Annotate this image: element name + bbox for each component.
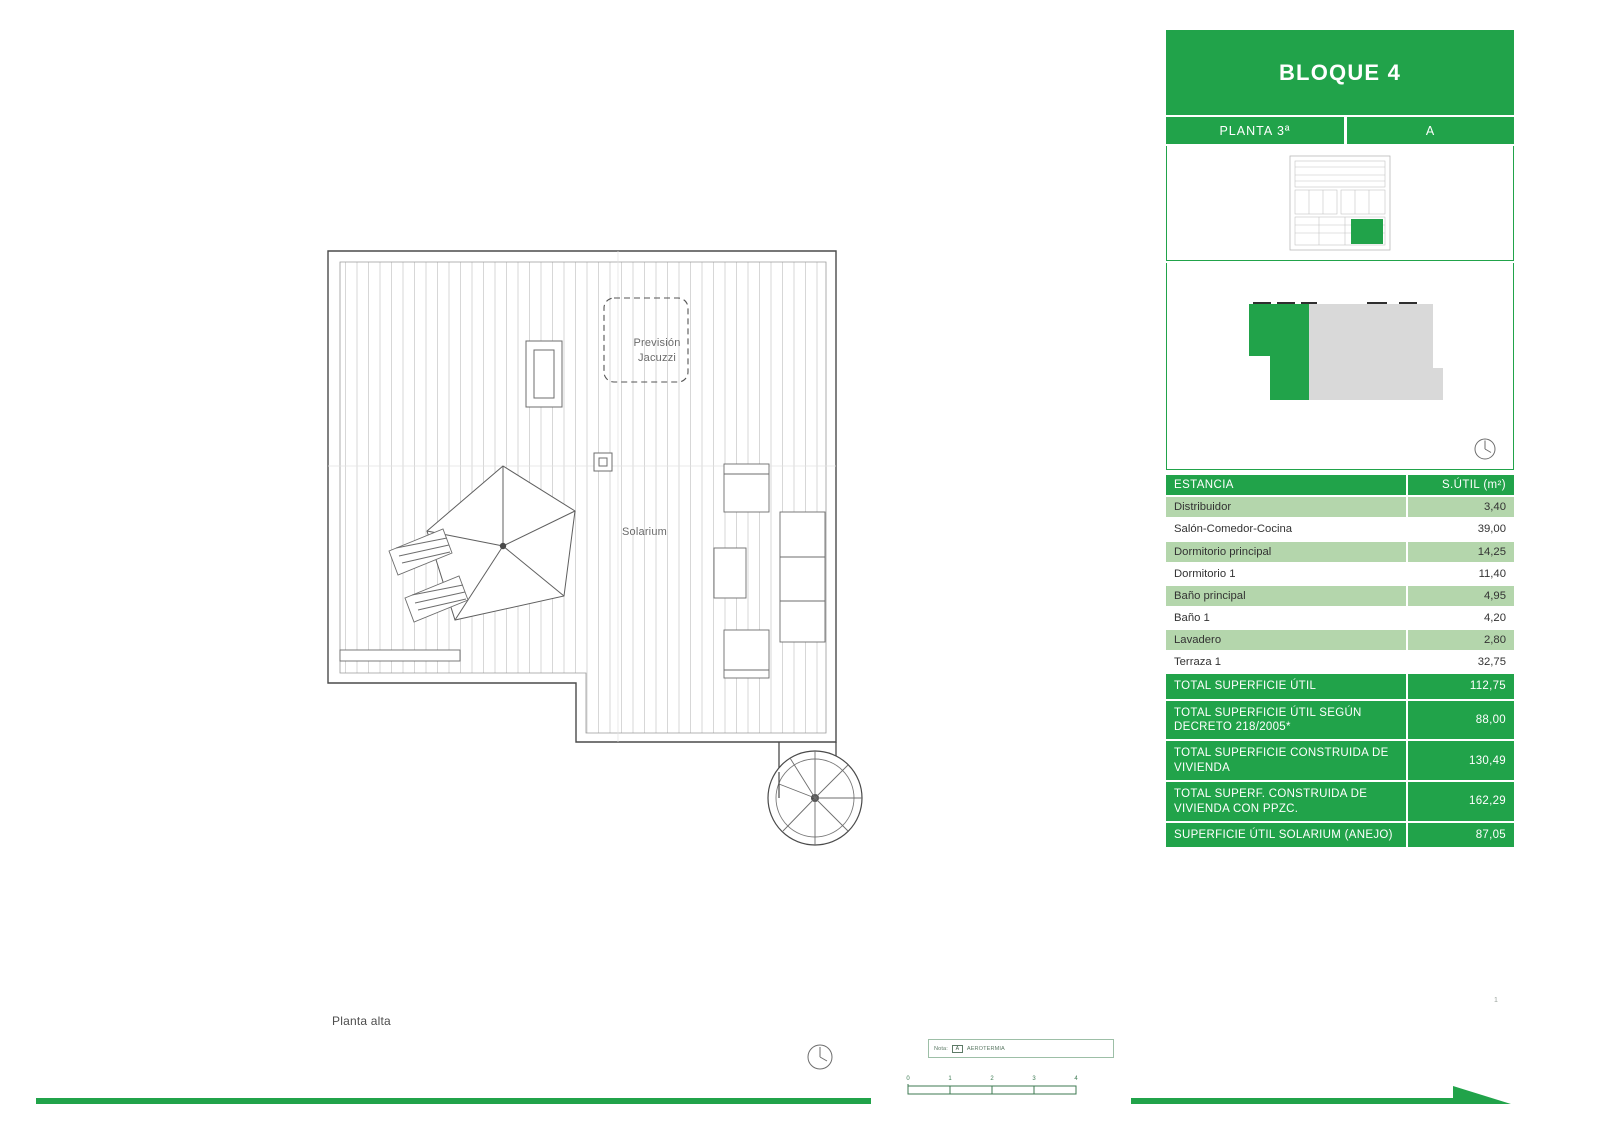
total-name-cell: TOTAL SUPERFICIE ÚTIL SEGÚN DECRETO 218/… (1166, 700, 1408, 740)
unit-location-graphic (1249, 301, 1443, 400)
room-area-cell: 11,40 (1408, 563, 1514, 584)
room-name-cell: Lavadero (1166, 630, 1408, 651)
room-area-cell: 39,00 (1408, 519, 1514, 540)
total-name-cell: TOTAL SUPERF. CONSTRUIDA DE VIVIENDA CON… (1166, 782, 1408, 821)
scale-tick-1: 1 (948, 1076, 952, 1082)
corner-triangle-mark (1453, 1086, 1511, 1104)
table-header-room: ESTANCIA (1166, 475, 1408, 496)
aerotermia-badge-icon: A (951, 1044, 963, 1053)
room-area-cell: 32,75 (1408, 652, 1514, 673)
footer-rule-left (36, 1098, 871, 1104)
total-area-cell: 130,49 (1408, 741, 1514, 781)
jacuzzi-provision-label: Previsión Jacuzzi (617, 336, 697, 366)
scale-bar: 0 1 2 3 4 (906, 1076, 1078, 1095)
key-map-highlight (1351, 219, 1383, 244)
room-area-cell: 4,95 (1408, 585, 1514, 606)
lounger-furniture-1 (388, 528, 453, 576)
floor-caption: Planta alta (332, 1014, 391, 1028)
info-panel: BLOQUE 4 PLANTA 3ª A (1166, 30, 1514, 849)
row-divider (1344, 117, 1347, 144)
solarium-label: Solarium (622, 526, 668, 538)
drain-fixture (593, 452, 613, 472)
room-area-cell: 14,25 (1408, 541, 1514, 562)
outdoor-seating-group (713, 463, 826, 679)
room-name-cell: Baño 1 (1166, 607, 1408, 629)
plan-vector-drawing (327, 250, 863, 846)
note-prefix: Nota: (934, 1045, 948, 1052)
total-area-cell: 87,05 (1408, 822, 1514, 848)
scale-tick-4: 4 (1074, 1076, 1078, 1082)
table-header-area: S.ÚTIL (m²) (1408, 475, 1514, 496)
total-area-cell: 162,29 (1408, 782, 1514, 821)
room-name-cell: Dormitorio 1 (1166, 563, 1408, 584)
scale-tick-2: 2 (990, 1076, 994, 1082)
legend-note-box: Nota: A AEROTERMIA (928, 1039, 1114, 1058)
compass-north-icon (807, 1044, 833, 1070)
planter-fixture-1 (525, 340, 563, 408)
room-area-cell: 4,20 (1408, 607, 1514, 629)
room-name-cell: Distribuidor (1166, 497, 1408, 518)
compass-north-panel-icon (1474, 438, 1496, 460)
unit-location-map (1166, 263, 1514, 470)
site-key-map-graphic (1289, 155, 1391, 251)
jacuzzi-provision (603, 297, 689, 383)
room-area-cell: 3,40 (1408, 497, 1514, 518)
scale-tick-0: 0 (906, 1076, 910, 1082)
total-area-cell: 88,00 (1408, 700, 1514, 740)
note-text: AEROTERMIA (966, 1045, 1005, 1052)
block-title: BLOQUE 4 (1166, 30, 1514, 115)
total-name-cell: TOTAL SUPERFICIE CONSTRUIDA DE VIVIENDA (1166, 741, 1408, 781)
spiral-staircase (767, 750, 863, 846)
room-name-cell: Salón-Comedor-Cocina (1166, 519, 1408, 540)
jacuzzi-label-line2: Jacuzzi (637, 351, 677, 364)
jacuzzi-label-line1: Previsión (633, 337, 681, 349)
total-name-cell: TOTAL SUPERFICIE ÚTIL (1166, 674, 1408, 699)
table-row: TOTAL SUPERF. CONSTRUIDA DE VIVIENDA CON… (1166, 782, 1514, 821)
unit-label: A (1347, 117, 1514, 144)
room-name-cell: Dormitorio principal (1166, 541, 1408, 562)
step-threshold (339, 649, 461, 662)
site-key-map (1166, 146, 1514, 261)
floor-label: PLANTA 3ª (1166, 117, 1344, 144)
floor-unit-row: PLANTA 3ª A (1166, 117, 1514, 144)
floor-plan-drawing: Previsión Jacuzzi Solarium Planta alta N… (327, 250, 1114, 1095)
highlighted-unit (1249, 303, 1309, 400)
total-area-cell: 112,75 (1408, 674, 1514, 699)
room-name-cell: Baño principal (1166, 585, 1408, 606)
lounger-furniture-2 (404, 575, 469, 623)
table-row: TOTAL SUPERFICIE ÚTIL SEGÚN DECRETO 218/… (1166, 700, 1514, 740)
footer-rule-right (1131, 1098, 1453, 1104)
scale-tick-3: 3 (1032, 1076, 1036, 1082)
sheet-corner-number: 1 (1494, 997, 1498, 1004)
total-name-cell: SUPERFICIE ÚTIL SOLARIUM (ANEJO) (1166, 822, 1408, 848)
room-area-cell: 2,80 (1408, 630, 1514, 651)
table-row: SUPERFICIE ÚTIL SOLARIUM (ANEJO)87,05 (1166, 822, 1514, 848)
room-name-cell: Terraza 1 (1166, 652, 1408, 673)
